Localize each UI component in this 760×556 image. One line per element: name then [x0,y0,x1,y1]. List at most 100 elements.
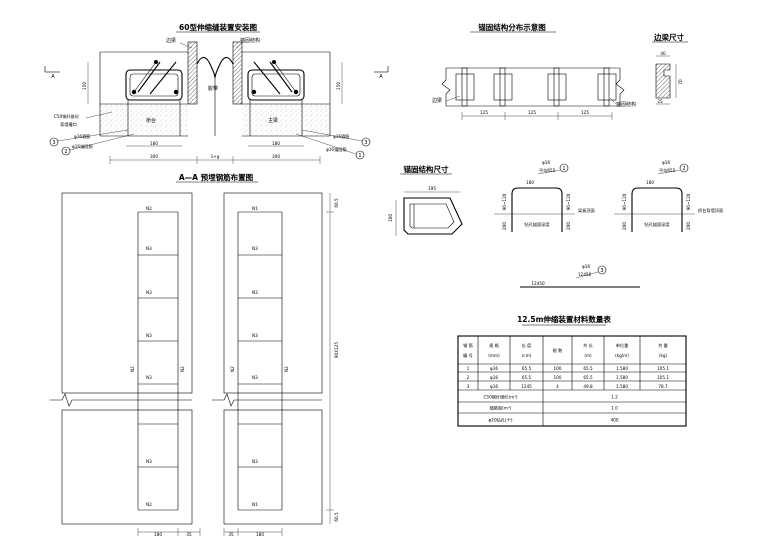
table-cell-r0-c4: 65.5 [583,366,593,371]
plan-n1-right-1: N1 [252,206,258,211]
bar2-v-left: 90~120 [622,193,627,210]
label-edge-beam: 边梁 [166,37,176,44]
anchor-size-d195: 195 [428,186,436,191]
bar-2: φ16 平均655 2 180 90~120 90~120 桥台背墙顶面 200… [614,160,723,232]
plan-n3-left-4: N3 [146,375,152,380]
table-header-5-line2: (kg/m) [615,353,629,358]
install-title: 60型伸缩缝装置安装图 [179,22,257,32]
edge-beam-left [187,41,198,105]
anchor-dist-edge-beam: 边梁 [432,97,442,104]
plan-n3-right-3: N3 [252,333,258,338]
table-cell-r1-c6: 105.1 [657,375,669,380]
bar1-base-left: 200 [502,222,507,230]
table-cell-r0-c3: 100 [554,366,562,371]
callout-2-left [61,146,71,156]
callout-1-right [355,150,365,160]
table-cell-r1-c1: φ16 [490,375,498,380]
anchor-dist-dim-2: 125 [528,110,536,115]
table-cell-r1-c2: 65.5 [522,375,532,380]
table-header-6-line1: 共 重 [658,342,668,349]
install-drawing: 60型伸缩缝装置安装图 A A [44,22,389,164]
table-cell-r1-c4: 65.5 [583,375,593,380]
bar2-note-side: 桥台背墙顶面 [698,207,723,214]
anchor-dist-dim-1: 125 [480,110,488,115]
edge-beam-profile [655,63,671,99]
anchor-size-title: 锚固结构尺寸 [404,164,449,174]
table-cell-r0-c5: 1.580 [616,366,628,371]
anchor-dist-dim-3: 125 [581,110,589,115]
table-cell-r2-c1: φ16 [490,384,498,389]
material-table: 12.5m伸缩装置材料数量表 钢 筋编 号规 格(mm)长 度(cm)根 数共 … [457,314,687,427]
table-cell-r0-c1: φ16 [490,366,498,371]
bar1-base-right: 200 [566,222,571,230]
rubber-strip [196,56,234,79]
table-header-0-line1: 钢 筋 [463,342,473,349]
plan-n3-right-2: N3 [252,290,258,295]
callout-2-left-num: 2 [64,149,67,155]
dim-plan-180-left: 180 [154,532,162,537]
plan-panel-right-top [223,192,323,394]
beam-concrete [242,104,330,136]
table-title: 12.5m伸缩装置材料数量表 [517,314,611,324]
callout-3-right [361,137,371,147]
plan-n2-left-side-2: N2 [180,366,185,372]
anchor-size-outer [403,197,463,235]
bar2-base-right: 200 [686,222,691,230]
bar1-note-bottom: 钻孔锚固深度 [524,221,550,228]
plan-panel-left-bottom [61,409,193,525]
table-cell-r0-c0: 1 [467,366,470,371]
table-cell-r1-c0: 2 [467,375,470,380]
callout-3-left [49,137,59,147]
table-header-1-line2: (mm) [488,353,500,358]
anchor-size: 锚固结构尺寸 195 100 [388,164,463,236]
table-cell-r1-c5: 1.580 [616,375,628,380]
dim-300-right: 300 [272,154,280,159]
abutment-concrete [100,104,188,136]
label-concrete-1: C50钢纤维砼 [54,113,80,120]
bar-3: φ16 12450 3 12450 [520,264,640,288]
dim-300-left: 300 [150,154,158,159]
bar2-spacing: 平均655 [659,167,676,174]
table-extra-value-1: 1.0 [611,406,618,411]
layout-plan: A—A 预埋钢筋布置图 N2 N3 N3 [50,172,339,537]
dim-180-right: 180 [272,141,280,146]
bar2-shape [631,187,683,232]
bar2-circ: 2 [682,166,685,172]
table-extra-label-2: φ20钻孔(个) [489,417,513,424]
bar3-len-left: 12450 [531,281,545,286]
bar3-len-right: 12450 [578,272,592,277]
plan-n3-right-4: N3 [252,375,258,380]
bar2-v-right: 90~120 [686,193,691,210]
table-cell-r2-c6: 78.7 [658,384,668,389]
label-bar-left-1: φ16箍筋 [74,133,90,140]
table-extra-label-1: 植筋胶(m³) [490,405,512,412]
label-concrete-2: 背墙槽口 [60,121,77,128]
label-bar-left-2: φ16锚固筋 [72,143,93,150]
bar1-spacing: 平均655 [539,167,556,174]
anchor-distribution: 锚固结构分布示意图 边梁 锚固结构 125 125 125 [432,22,636,120]
dim-180-left: 180 [150,141,158,146]
table-header-0-line2: 编 号 [463,352,473,359]
table-extra-value-0: 1.2 [611,395,618,400]
anchor-size-d100: 100 [388,214,393,222]
plan-n3-left-3: N3 [146,333,152,338]
dim-150-left: 150 [82,82,87,90]
table-header-2-line1: 长 度 [522,342,533,349]
dim-plan-35-right: 35 [228,532,234,537]
anchor-loop-right [247,69,305,101]
table-extra-label-0: C50钢纤维砼(m³) [483,394,517,401]
table-cell-r0-c2: 65.5 [522,366,532,371]
plan-panel-left-top [61,192,193,394]
table-cell-r2-c0: 3 [467,384,470,389]
anchor-dist-title: 锚固结构分布示意图 [478,22,546,32]
bar2-base-left: 200 [622,222,627,230]
label-rubber-strip: 胶带 [208,85,218,92]
label-anchor-struct: 锚固结构 [240,37,260,44]
table-cell-r2-c3: 4 [556,384,559,389]
table-cell-r2-c5: 1.580 [616,384,628,389]
bar1-shape [511,187,563,232]
edge-beam-right [232,41,243,105]
plan-n3-left-1: N3 [146,246,152,251]
callout-1-right-num: 1 [358,153,361,159]
